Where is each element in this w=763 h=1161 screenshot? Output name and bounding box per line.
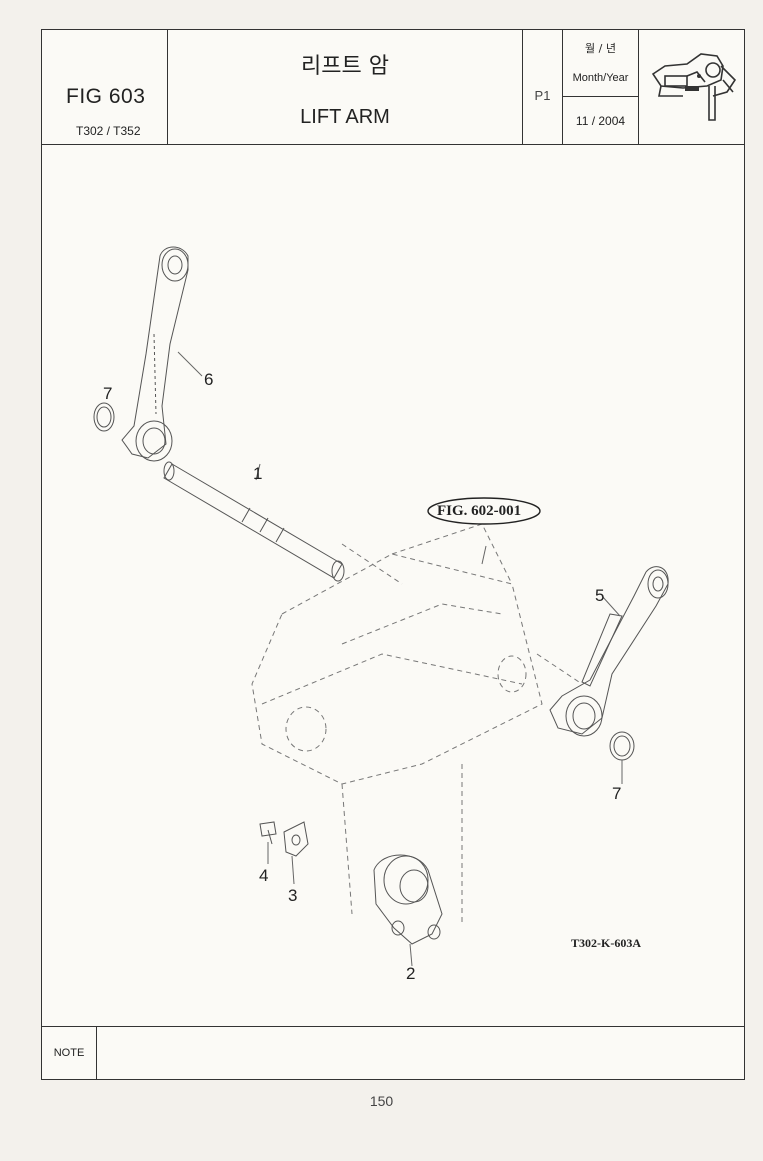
title-cell: 리프트 암 LIFT ARM	[168, 30, 523, 144]
callout-part-2: 2	[406, 964, 416, 983]
fig-cell: FIG 603 T302 / T352	[42, 30, 168, 144]
page-number: 150	[369, 1093, 394, 1109]
date-value: 11 / 2004	[575, 114, 626, 128]
callout-part-4: 4	[259, 866, 269, 885]
callout-part-7-left: 7	[103, 384, 113, 403]
page-cell: P1	[523, 30, 563, 144]
note-label: NOTE	[42, 1027, 97, 1080]
parts-catalog-sheet: FIG 603 T302 / T352 리프트 암 LIFT ARM P1 월 …	[41, 29, 745, 1080]
date-label-english: Month/Year	[572, 72, 629, 84]
callout-part-5: 5	[595, 586, 605, 605]
fig-number: FIG 603	[66, 85, 146, 108]
title-korean: 리프트 암	[301, 54, 389, 79]
date-divider	[563, 96, 638, 97]
callout-part-6: 6	[204, 370, 214, 389]
callout-part-7-right: 7	[612, 784, 622, 803]
exploded-parts-drawing: 6 7 1 5 7 4 3 2 FIG. 602-001 T302-K-603A	[42, 144, 744, 1026]
page-code: P1	[534, 88, 551, 103]
title-english: LIFT ARM	[300, 106, 390, 128]
drawing-code: T302-K-603A	[571, 936, 641, 950]
date-label-korean: 월 / 년	[585, 42, 616, 55]
tractor-hitch-icon	[643, 36, 739, 141]
fig-reference-text: FIG. 602-001	[437, 503, 522, 519]
callout-part-1: 1	[253, 464, 263, 483]
callout-part-3: 3	[288, 886, 298, 905]
icon-cell	[639, 30, 744, 144]
fig-reference-label: FIG. 602-001	[426, 496, 541, 526]
note-row: NOTE	[42, 1026, 744, 1080]
date-cell: 월 / 년 Month/Year 11 / 2004	[563, 30, 639, 144]
header-block: FIG 603 T302 / T352 리프트 암 LIFT ARM P1 월 …	[42, 30, 744, 145]
model-list: T302 / T352	[76, 124, 141, 138]
